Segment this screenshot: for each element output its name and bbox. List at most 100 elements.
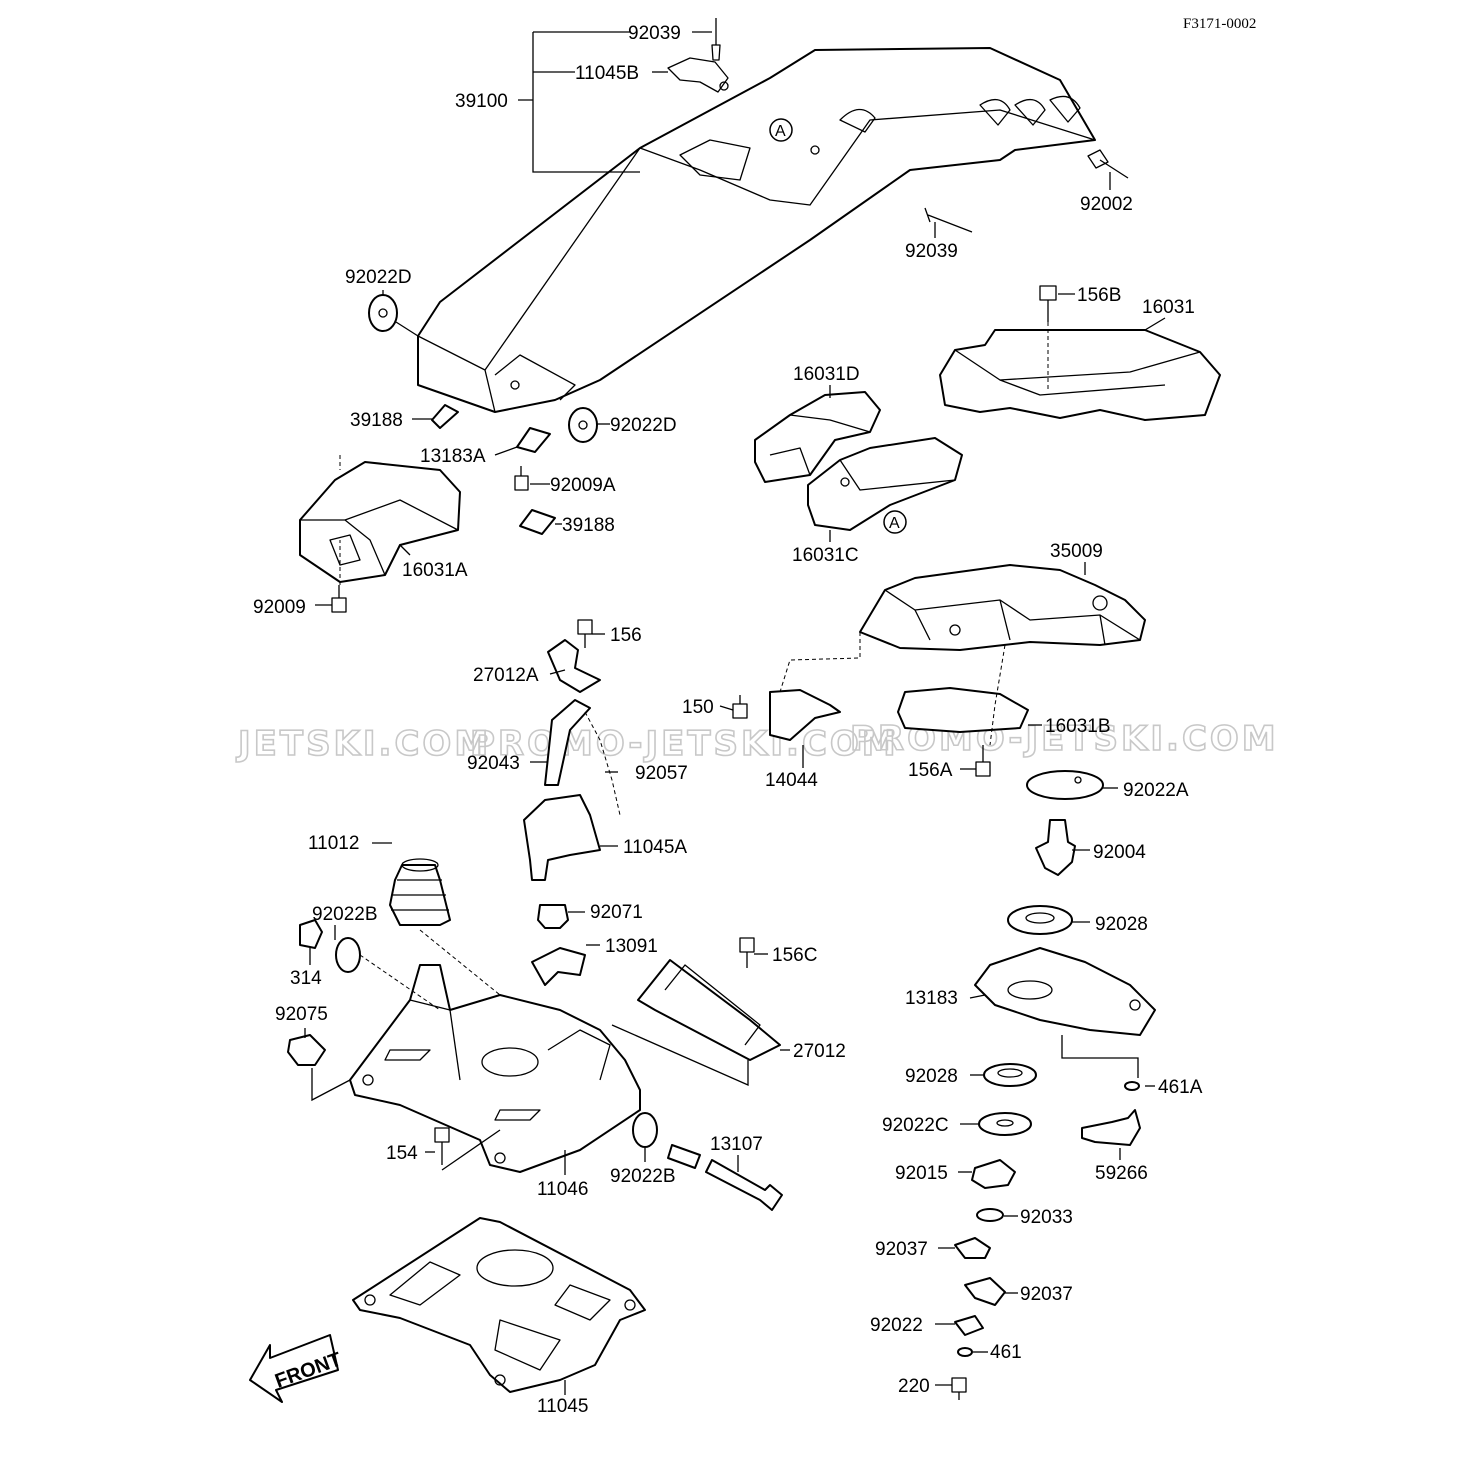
plate-13183A-shape: [516, 427, 551, 453]
label-461A: 461A: [1158, 1077, 1203, 1098]
label-16031: 16031: [1142, 297, 1195, 318]
washer-92022-shape: [954, 1315, 984, 1336]
label-92022C: 92022C: [882, 1115, 949, 1136]
shaft-13107-shape: [705, 1159, 783, 1211]
label-92075: 92075: [275, 1004, 328, 1025]
screw-92009-shape: [331, 585, 347, 613]
clip-92033-shape: [976, 1208, 1004, 1222]
label-16031B: 16031B: [1045, 716, 1111, 737]
seal-92028-top-shape: [1007, 905, 1073, 935]
label-16031C: 16031C: [792, 545, 859, 566]
callout-a-bottom: A: [883, 510, 907, 534]
label-92022: 92022: [870, 1315, 923, 1336]
handle-27012-shape: [637, 959, 781, 1061]
frame-35009-shape: [859, 564, 1146, 651]
label-27012: 27012: [793, 1041, 846, 1062]
label-39188-mid: 39188: [562, 515, 615, 536]
bracket-11045A-shape: [523, 794, 601, 881]
label-92028-top: 92028: [1095, 914, 1148, 935]
bolt-156C-shape: [739, 937, 755, 968]
label-14044: 14044: [765, 770, 818, 791]
washer-461A-shape: [1124, 1081, 1140, 1091]
label-92071: 92071: [590, 902, 643, 923]
label-92039-top: 92039: [628, 23, 681, 44]
label-220: 220: [898, 1376, 930, 1397]
rivet-92039-top-shape: [711, 18, 721, 61]
diagram-code: F3171-0002: [1183, 16, 1256, 32]
bolt-92002-shape: [1087, 149, 1129, 179]
chain-92057-shape: [584, 711, 621, 816]
label-11045: 11045: [537, 1396, 588, 1417]
block-16031A-shape: [299, 461, 461, 583]
label-314: 314: [290, 968, 322, 989]
pin-92043-shape: [544, 699, 591, 786]
front-arrow-icon: FRONT: [249, 1334, 344, 1403]
label-92009: 92009: [253, 597, 306, 618]
label-92022D-left: 92022D: [345, 267, 412, 288]
block-16031C-shape: [807, 437, 963, 531]
shaft-13107-end-shape: [667, 1144, 701, 1169]
label-92022D-right: 92022D: [610, 415, 677, 436]
label-156B: 156B: [1077, 285, 1121, 306]
washer-92022D-right-shape: [568, 407, 598, 443]
label-16031A: 16031A: [402, 560, 468, 581]
screw-92009A-shape: [514, 466, 529, 491]
label-156C: 156C: [772, 945, 817, 966]
washer-461-shape: [957, 1347, 973, 1357]
washer-92022B-left-shape: [335, 937, 361, 973]
svg-text:A: A: [775, 123, 786, 140]
callout-a-top: A: [769, 118, 793, 142]
label-11012: 11012: [308, 833, 359, 854]
watermark-1: JETSKI.COM: [236, 724, 491, 764]
label-92037-a: 92037: [875, 1239, 928, 1260]
svg-text:A: A: [889, 515, 900, 532]
bolt-154-shape: [434, 1127, 450, 1165]
nut-314-shape: [299, 919, 323, 949]
washer-92022D-left-shape: [368, 294, 398, 332]
bracket-27012A-shape: [547, 639, 601, 693]
cushion-16031-shape: [939, 329, 1221, 421]
bolt-156-shape: [577, 619, 593, 648]
label-39188-left: 39188: [350, 410, 403, 431]
label-92022B-bottom: 92022B: [610, 1166, 676, 1187]
label-461: 461: [990, 1342, 1022, 1363]
cover-39100-shape: [417, 47, 1096, 413]
bolt-156B-shape: [1039, 285, 1057, 322]
label-92015: 92015: [895, 1163, 948, 1184]
label-13183: 13183: [905, 988, 958, 1009]
watermark-2: PROMO-JETSKI.COM: [470, 724, 899, 764]
washer-92022A-shape: [1026, 770, 1104, 800]
seal-92028-mid-shape: [983, 1063, 1037, 1087]
bushing-92071-shape: [537, 904, 569, 929]
label-92037-b: 92037: [1020, 1284, 1073, 1305]
bolt-150-shape: [732, 695, 748, 719]
pad-16031B-shape: [897, 687, 1029, 733]
nut-92015-shape: [971, 1159, 1016, 1189]
fitting-92004-shape: [1035, 819, 1076, 876]
label-59266: 59266: [1095, 1163, 1148, 1184]
grommet-39188-left-shape: [431, 404, 459, 429]
label-92009A: 92009A: [550, 475, 616, 496]
block-16031D-shape: [754, 391, 881, 483]
clip-11045B-shape: [667, 57, 729, 93]
boot-11012-shape: [389, 858, 451, 926]
label-154: 154: [386, 1143, 418, 1164]
plate-13183-shape: [974, 947, 1156, 1036]
bracket-14044-shape: [769, 689, 841, 741]
bracket-13091-shape: [531, 947, 586, 986]
label-92022A: 92022A: [1123, 780, 1189, 801]
label-13183A: 13183A: [420, 446, 486, 467]
label-150: 150: [682, 697, 714, 718]
grommet-39188-mid-shape: [519, 509, 556, 535]
label-156A: 156A: [908, 760, 953, 781]
label-92057: 92057: [635, 763, 688, 784]
rivet-92039-mid-shape: [924, 207, 973, 233]
washer-92022C-shape: [978, 1112, 1032, 1136]
label-13091: 13091: [605, 936, 658, 957]
label-92039-mid: 92039: [905, 241, 958, 262]
label-92002: 92002: [1080, 194, 1133, 215]
label-39100: 39100: [455, 91, 508, 112]
screw-220-shape: [951, 1377, 967, 1400]
